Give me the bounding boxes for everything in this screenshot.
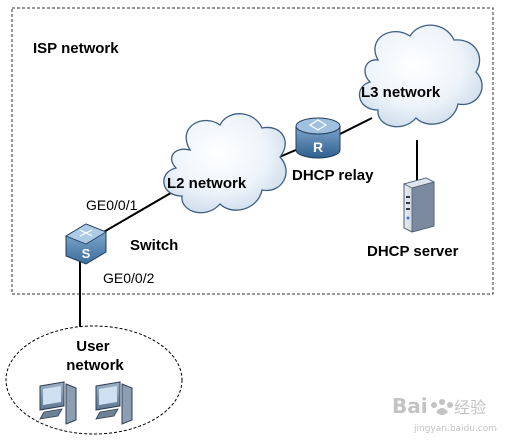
router-arrows-icon bbox=[308, 119, 328, 131]
dhcp-relay-router: R bbox=[295, 117, 341, 159]
l3-network-cloud: L3 network bbox=[359, 24, 483, 128]
port-label-ge001: GE0/0/1 bbox=[86, 197, 138, 213]
watermark-brand: Bai bbox=[392, 394, 428, 418]
router-r-icon: R bbox=[313, 139, 323, 155]
link-relay-l3 bbox=[337, 117, 373, 136]
switch-label: Switch bbox=[130, 237, 178, 254]
port-label-ge002: GE0/0/2 bbox=[103, 270, 155, 286]
link-switch-l2 bbox=[94, 189, 177, 238]
dhcp-relay-label: DHCP relay bbox=[292, 167, 374, 184]
l3-network-label: L3 network bbox=[361, 84, 441, 101]
watermark-url: jingyan.baidu.com bbox=[413, 424, 497, 434]
access-switch: S bbox=[65, 223, 107, 265]
user-network-line-2: network bbox=[66, 357, 124, 374]
user-pc-icon bbox=[39, 381, 77, 425]
isp-network-boundary bbox=[11, 7, 494, 295]
paw-icon bbox=[431, 399, 454, 415]
switch-s-icon: S bbox=[82, 246, 91, 261]
l2-network-label: L2 network bbox=[167, 175, 247, 192]
isp-network-label: ISP network bbox=[33, 40, 119, 57]
dhcp-server bbox=[402, 177, 436, 233]
user-network-line-1: User bbox=[76, 338, 110, 355]
dhcp-server-label: DHCP server bbox=[367, 243, 459, 260]
user-network-label: User network bbox=[66, 338, 124, 374]
user-pc-icon bbox=[95, 381, 133, 425]
baidu-watermark: Bai 经验 jingyan.baidu.com bbox=[392, 394, 497, 434]
watermark-brand-tail: 经验 bbox=[454, 398, 486, 417]
l2-network-cloud: L2 network bbox=[163, 113, 287, 214]
